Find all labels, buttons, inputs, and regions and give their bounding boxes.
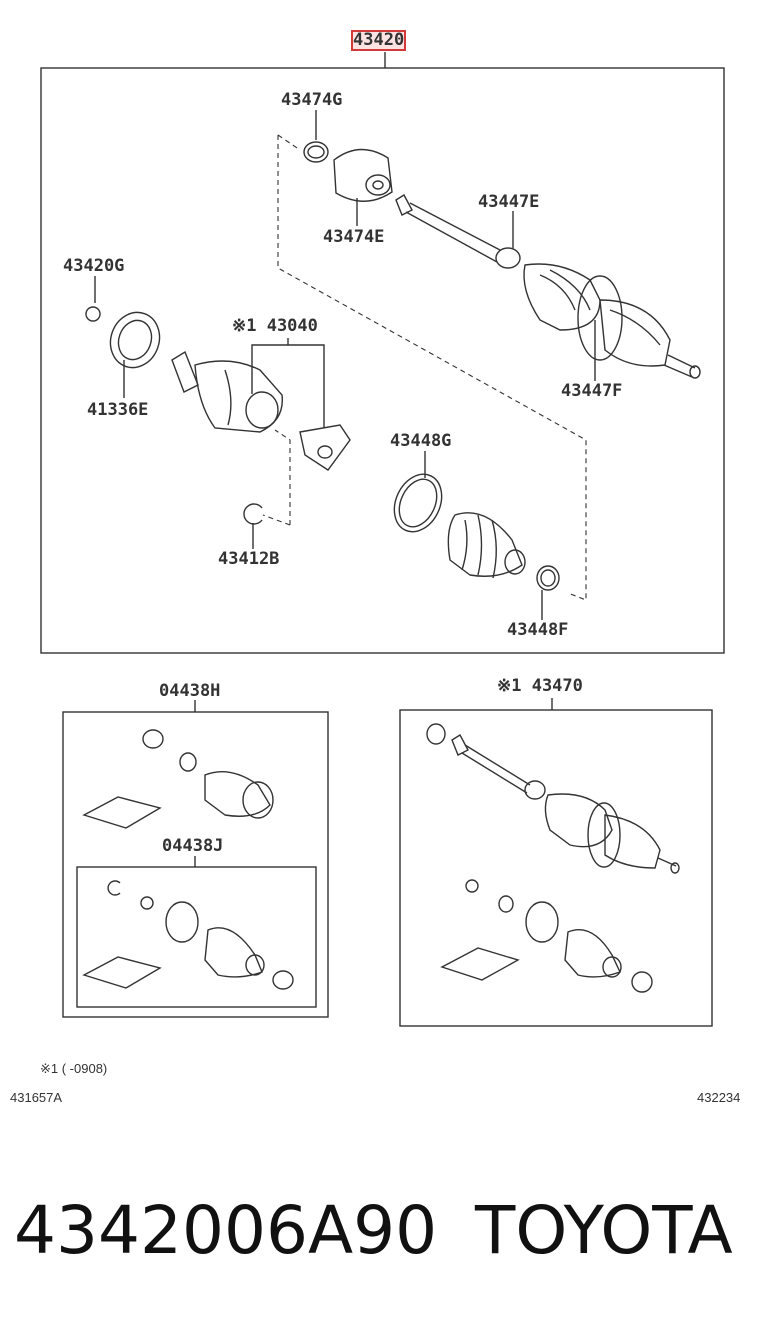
kit-43470-parts-icon	[426, 723, 680, 993]
label-43420g[interactable]: 43420G	[63, 256, 125, 276]
label-04438h[interactable]: 04438H	[159, 681, 221, 701]
outboard-shaft-icon	[395, 194, 701, 379]
damper-43474e-icon	[333, 148, 393, 202]
label-43448g[interactable]: 43448G	[390, 431, 452, 451]
label-41336e[interactable]: 41336E	[87, 400, 149, 420]
clip-43448f-icon	[536, 565, 560, 591]
footnote: ※1 ( -0908)	[40, 1061, 108, 1076]
label-43412b[interactable]: 43412B	[218, 549, 280, 569]
inboard-boot-icon	[447, 512, 526, 579]
snap-ring-43420g-icon	[85, 306, 101, 322]
label-43474e[interactable]: 43474E	[323, 227, 385, 247]
label-43448f[interactable]: 43448F	[507, 620, 569, 640]
label-43447f[interactable]: 43447F	[561, 381, 623, 401]
label-43474g[interactable]: 43474G	[281, 90, 343, 110]
illustration-code-right: 432234	[697, 1090, 741, 1105]
main-frame	[40, 67, 725, 654]
kit-04438j-parts-icon	[82, 880, 294, 990]
clip-43474g-icon	[303, 141, 329, 163]
kit-04438h-parts-icon	[82, 729, 274, 829]
illustration-code-left: 431657A	[10, 1090, 63, 1105]
product-brand: TOYOTA	[475, 1192, 733, 1269]
clip-43412b-icon	[243, 503, 263, 525]
inboard-joint-icon	[171, 350, 351, 471]
label-43040[interactable]: ※1 43040	[232, 316, 318, 336]
product-part-number: 4342006A90	[14, 1192, 438, 1269]
band-43448g-icon	[393, 473, 443, 533]
kit-43470-frame	[399, 709, 713, 1027]
label-04438j[interactable]: 04438J	[162, 836, 224, 856]
assembly-part-number[interactable]: 43420	[350, 30, 407, 51]
kit-04438j-frame	[76, 866, 317, 1008]
bearing-41336e-icon	[109, 311, 161, 369]
label-43447e[interactable]: 43447E	[478, 192, 540, 212]
label-43470[interactable]: ※1 43470	[497, 676, 583, 696]
